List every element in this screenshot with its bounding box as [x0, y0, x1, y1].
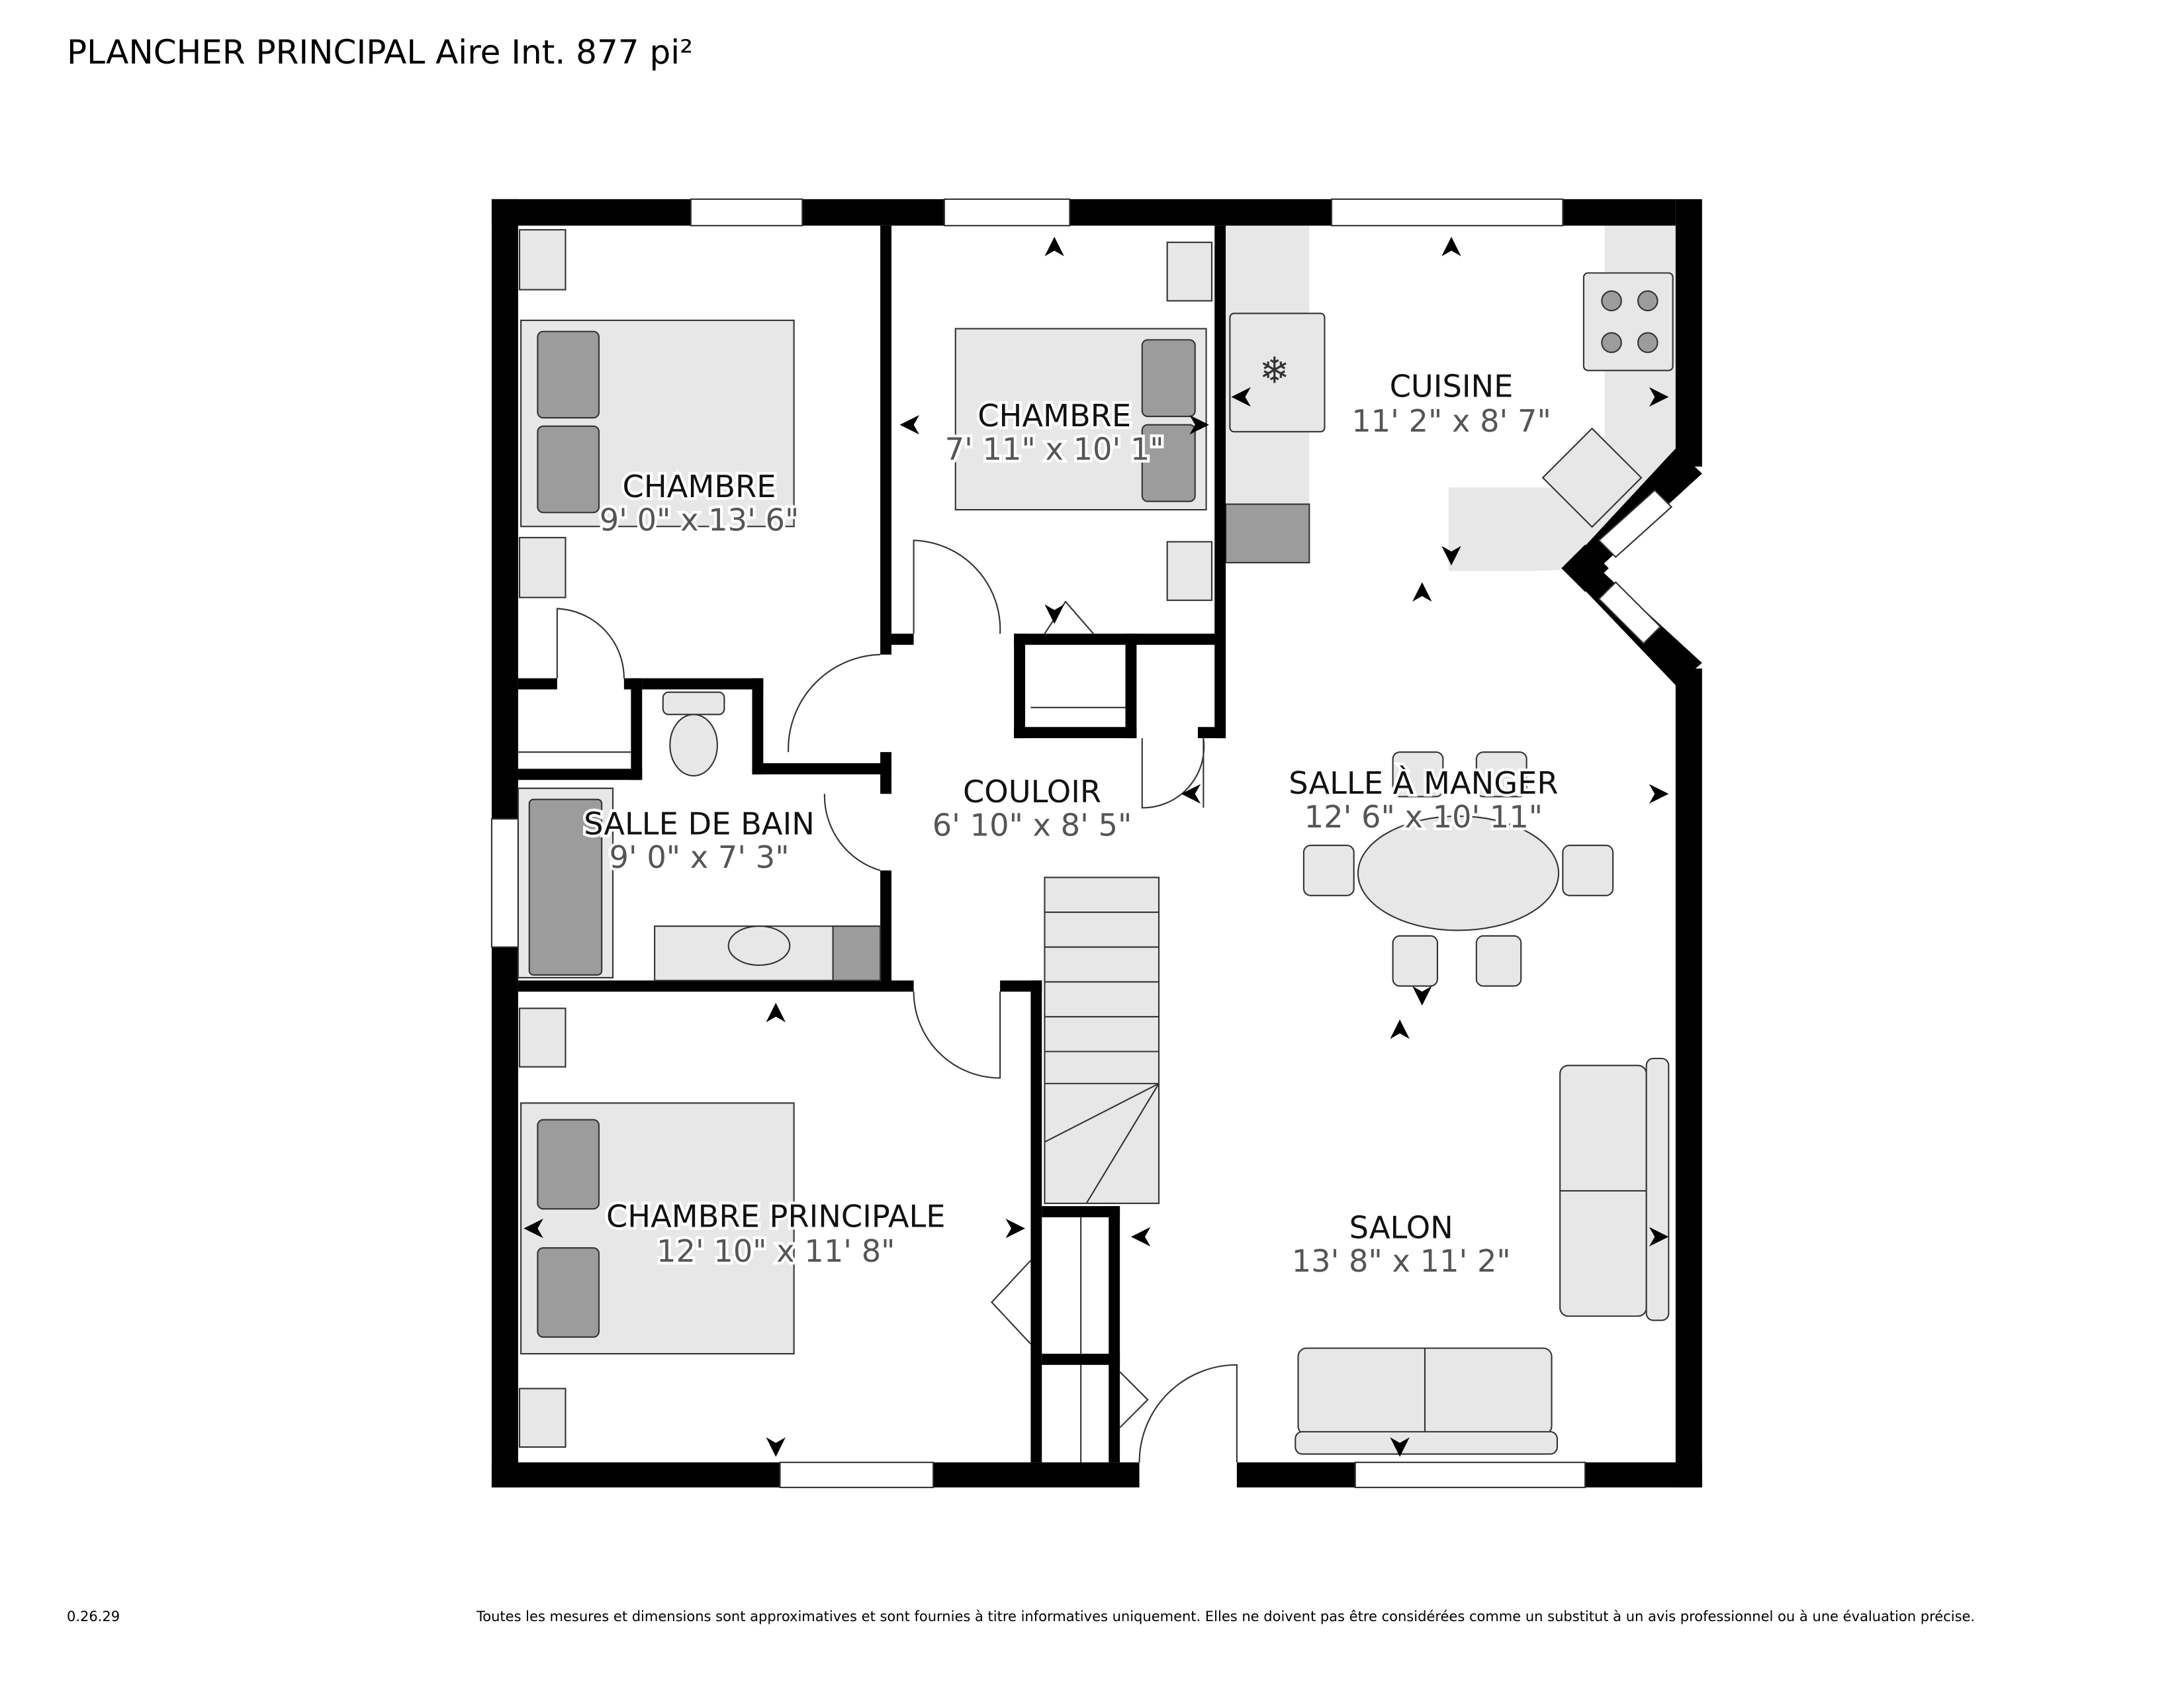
interior-walls: [502, 225, 1226, 1463]
dimension-arrows: [523, 236, 1669, 1457]
room-name: CUISINE: [1390, 369, 1514, 404]
sofas: [1295, 1057, 1670, 1455]
bathroom-fixtures: [517, 691, 882, 982]
dining-table: [1302, 751, 1614, 987]
disclaimer: Toutes les mesures et dimensions sont ap…: [477, 1609, 1976, 1624]
room-dims: 9' 0" x 13' 6": [600, 502, 799, 538]
room-dims: 7' 11" x 10' 1": [945, 431, 1164, 467]
bed: [954, 242, 1213, 601]
closets: [518, 706, 1126, 1463]
room-dims: 13' 8" x 11' 2": [1292, 1243, 1511, 1279]
room-dims: 9' 0" x 7' 3": [609, 839, 789, 875]
stairs: [1044, 876, 1160, 1204]
room-name: SALON: [1349, 1209, 1453, 1245]
page-title: PLANCHER PRINCIPAL Aire Int. 877 pi²: [67, 33, 694, 71]
room-name: SALLE DE BAIN: [584, 806, 815, 841]
room-dims: 12' 10" x 11' 8": [657, 1233, 895, 1269]
room-dims: 12' 6" x 10' 11": [1304, 799, 1543, 835]
room-name: CHAMBRE: [978, 398, 1131, 434]
room-labels: CHAMBRE 9' 0" x 13' 6" CHAMBRE 7' 11" x …: [581, 365, 1561, 1282]
room-name: CHAMBRE: [623, 469, 776, 504]
svg-text:❄: ❄: [1259, 350, 1290, 392]
bed: [518, 229, 795, 598]
version-label: 0.26.29: [67, 1609, 120, 1624]
bed: [518, 1008, 795, 1448]
room-dims: 11' 2" x 8' 7": [1351, 403, 1551, 439]
room-name: SALLE À MANGER: [1289, 765, 1558, 801]
room-name: COULOIR: [963, 774, 1101, 810]
kitchen-appliances: ❄: [1229, 272, 1674, 528]
windows: [490, 198, 1673, 1489]
doors: [556, 539, 1238, 1463]
room-dims: 6' 10" x 8' 5": [933, 807, 1132, 843]
room-name: CHAMBRE PRINCIPALE: [606, 1199, 946, 1235]
